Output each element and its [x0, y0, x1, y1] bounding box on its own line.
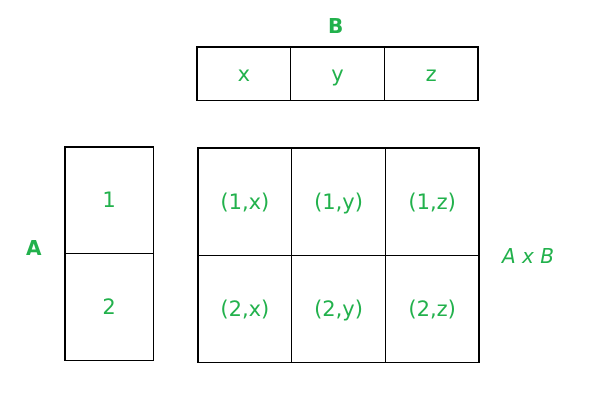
product-cell: (2,x) — [197, 254, 293, 363]
set-a-cell: 1 — [64, 146, 154, 254]
cartesian-product-table: (1,x) (1,y) (1,z) (2,x) (2,y) (2,z) — [197, 147, 480, 363]
product-cell: (2,z) — [384, 254, 480, 363]
set-a-cell: 2 — [64, 253, 154, 361]
set-b-cell: y — [290, 46, 385, 101]
set-b-cell: z — [383, 46, 479, 101]
product-cell: (1,y) — [291, 147, 386, 256]
product-cell: (1,x) — [197, 147, 293, 256]
set-b-table: x y z — [196, 46, 479, 101]
set-b-label: B — [328, 14, 344, 38]
set-a-table: 1 2 — [64, 146, 154, 361]
set-a-label: A — [26, 236, 42, 260]
set-b-cell: x — [196, 46, 292, 101]
product-cell: (2,y) — [291, 254, 386, 363]
product-cell: (1,z) — [384, 147, 480, 256]
product-label: A x B — [502, 244, 554, 268]
